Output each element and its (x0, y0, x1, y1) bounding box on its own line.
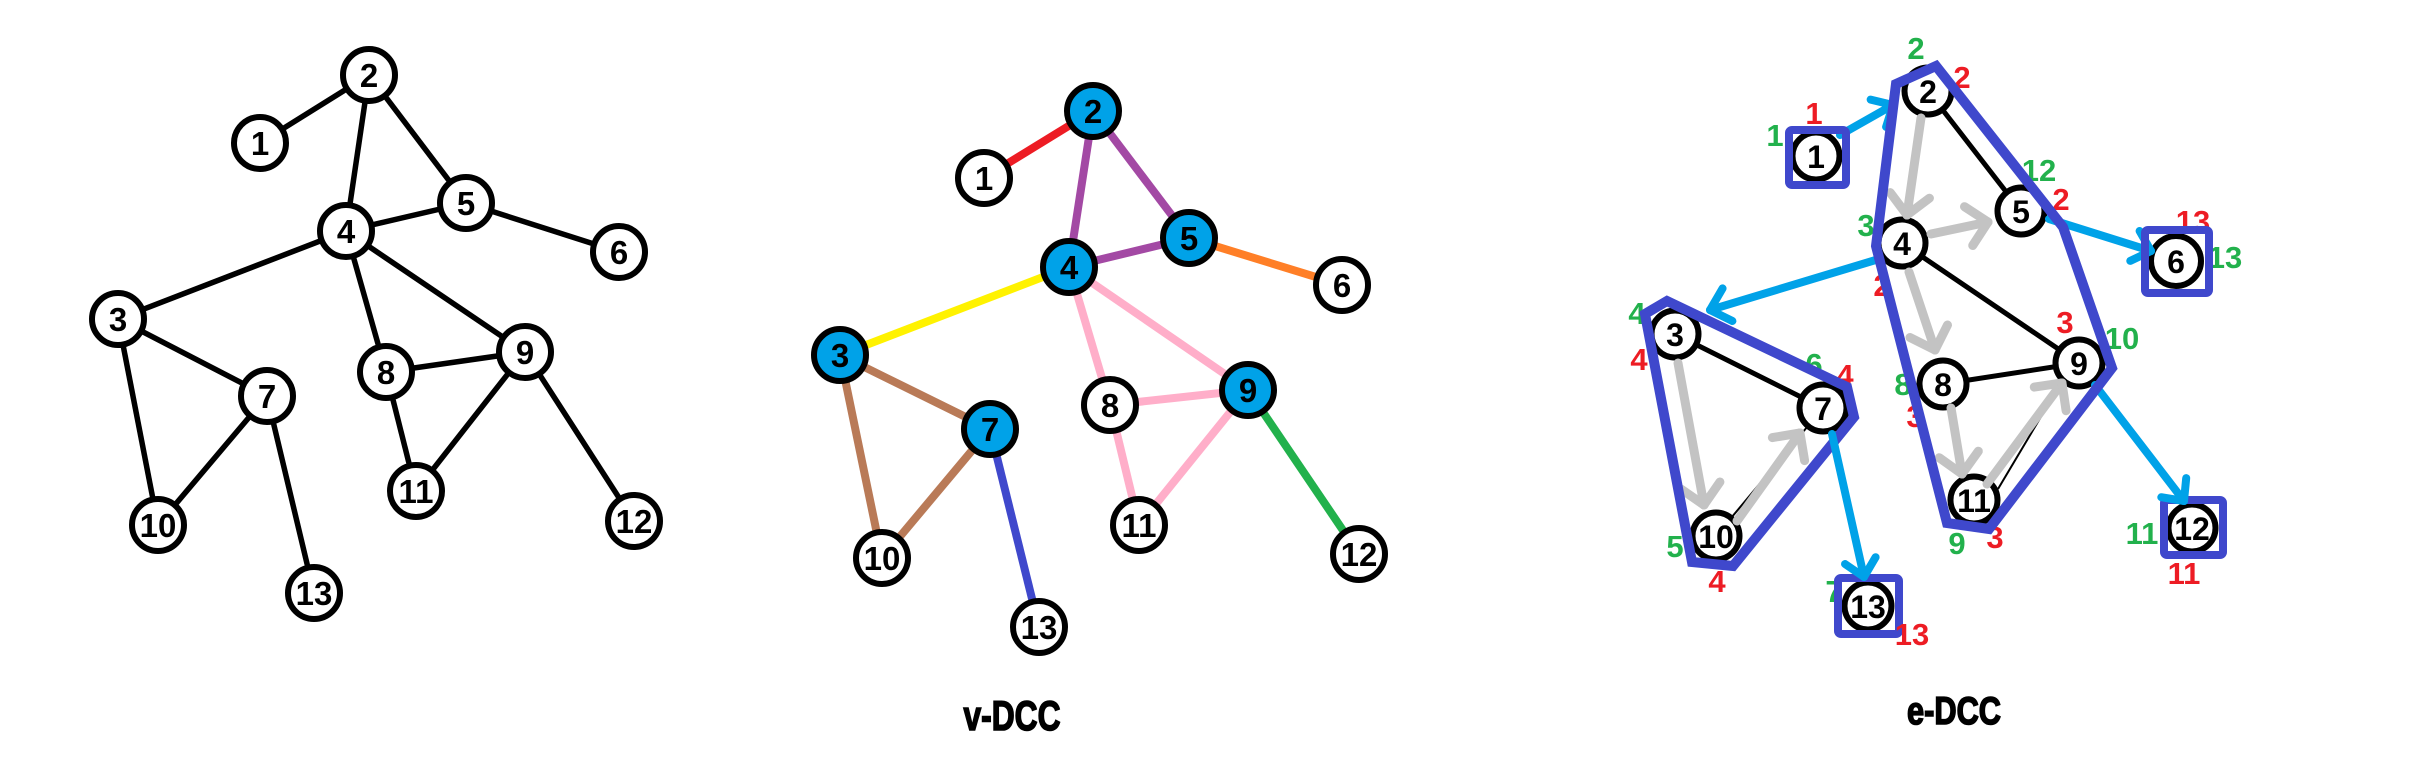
svg-text:11: 11 (399, 473, 434, 510)
svg-text:11: 11 (2126, 516, 2159, 551)
svg-text:2: 2 (2052, 182, 2069, 217)
svg-text:11: 11 (1122, 507, 1157, 544)
svg-text:1: 1 (975, 160, 993, 197)
svg-text:13: 13 (1850, 589, 1886, 625)
svg-text:5: 5 (2012, 194, 2030, 230)
svg-text:5: 5 (1180, 220, 1198, 257)
svg-text:5: 5 (457, 185, 475, 222)
svg-text:v-DCC: v-DCC (964, 692, 1061, 739)
svg-text:13: 13 (1021, 609, 1058, 646)
svg-text:2: 2 (1084, 93, 1102, 130)
svg-text:12: 12 (1341, 536, 1378, 573)
svg-text:3: 3 (1666, 317, 1684, 353)
svg-text:8: 8 (1101, 387, 1119, 424)
svg-text:1: 1 (1766, 118, 1783, 153)
svg-text:3: 3 (1857, 208, 1874, 243)
svg-text:4: 4 (1060, 249, 1079, 286)
svg-text:6: 6 (2167, 244, 2185, 280)
svg-text:1: 1 (1805, 96, 1822, 131)
svg-text:e-DCC: e-DCC (1907, 690, 2001, 733)
svg-text:3: 3 (831, 337, 849, 374)
svg-text:7: 7 (1814, 391, 1832, 427)
svg-text:3: 3 (2056, 305, 2073, 340)
svg-text:10: 10 (864, 540, 901, 577)
svg-text:8: 8 (1934, 367, 1952, 403)
svg-text:1: 1 (251, 125, 269, 162)
svg-text:2: 2 (1919, 74, 1937, 110)
svg-text:5: 5 (1666, 529, 1683, 564)
svg-text:4: 4 (1630, 342, 1648, 377)
svg-text:1: 1 (1807, 139, 1825, 175)
svg-text:2: 2 (360, 57, 378, 94)
svg-text:11: 11 (2168, 556, 2201, 591)
svg-text:9: 9 (2070, 346, 2088, 382)
svg-text:4: 4 (1893, 226, 1911, 262)
svg-text:10: 10 (140, 507, 177, 544)
svg-text:9: 9 (1948, 526, 1965, 561)
svg-text:9: 9 (1239, 372, 1257, 409)
svg-text:7: 7 (981, 411, 999, 448)
svg-text:12: 12 (616, 503, 653, 540)
svg-text:6: 6 (1333, 267, 1351, 304)
svg-text:13: 13 (296, 575, 333, 612)
svg-text:11: 11 (1957, 483, 1991, 519)
svg-text:13: 13 (1895, 617, 1929, 652)
svg-text:4: 4 (337, 213, 356, 250)
svg-text:8: 8 (377, 354, 395, 391)
svg-text:6: 6 (610, 234, 628, 271)
svg-text:10: 10 (1698, 519, 1734, 555)
svg-text:4: 4 (1708, 564, 1726, 599)
svg-text:9: 9 (516, 334, 534, 371)
svg-text:2: 2 (1907, 31, 1924, 66)
svg-text:13: 13 (2208, 240, 2242, 275)
svg-text:12: 12 (2174, 511, 2210, 547)
svg-text:3: 3 (109, 301, 127, 338)
svg-text:7: 7 (258, 378, 276, 415)
